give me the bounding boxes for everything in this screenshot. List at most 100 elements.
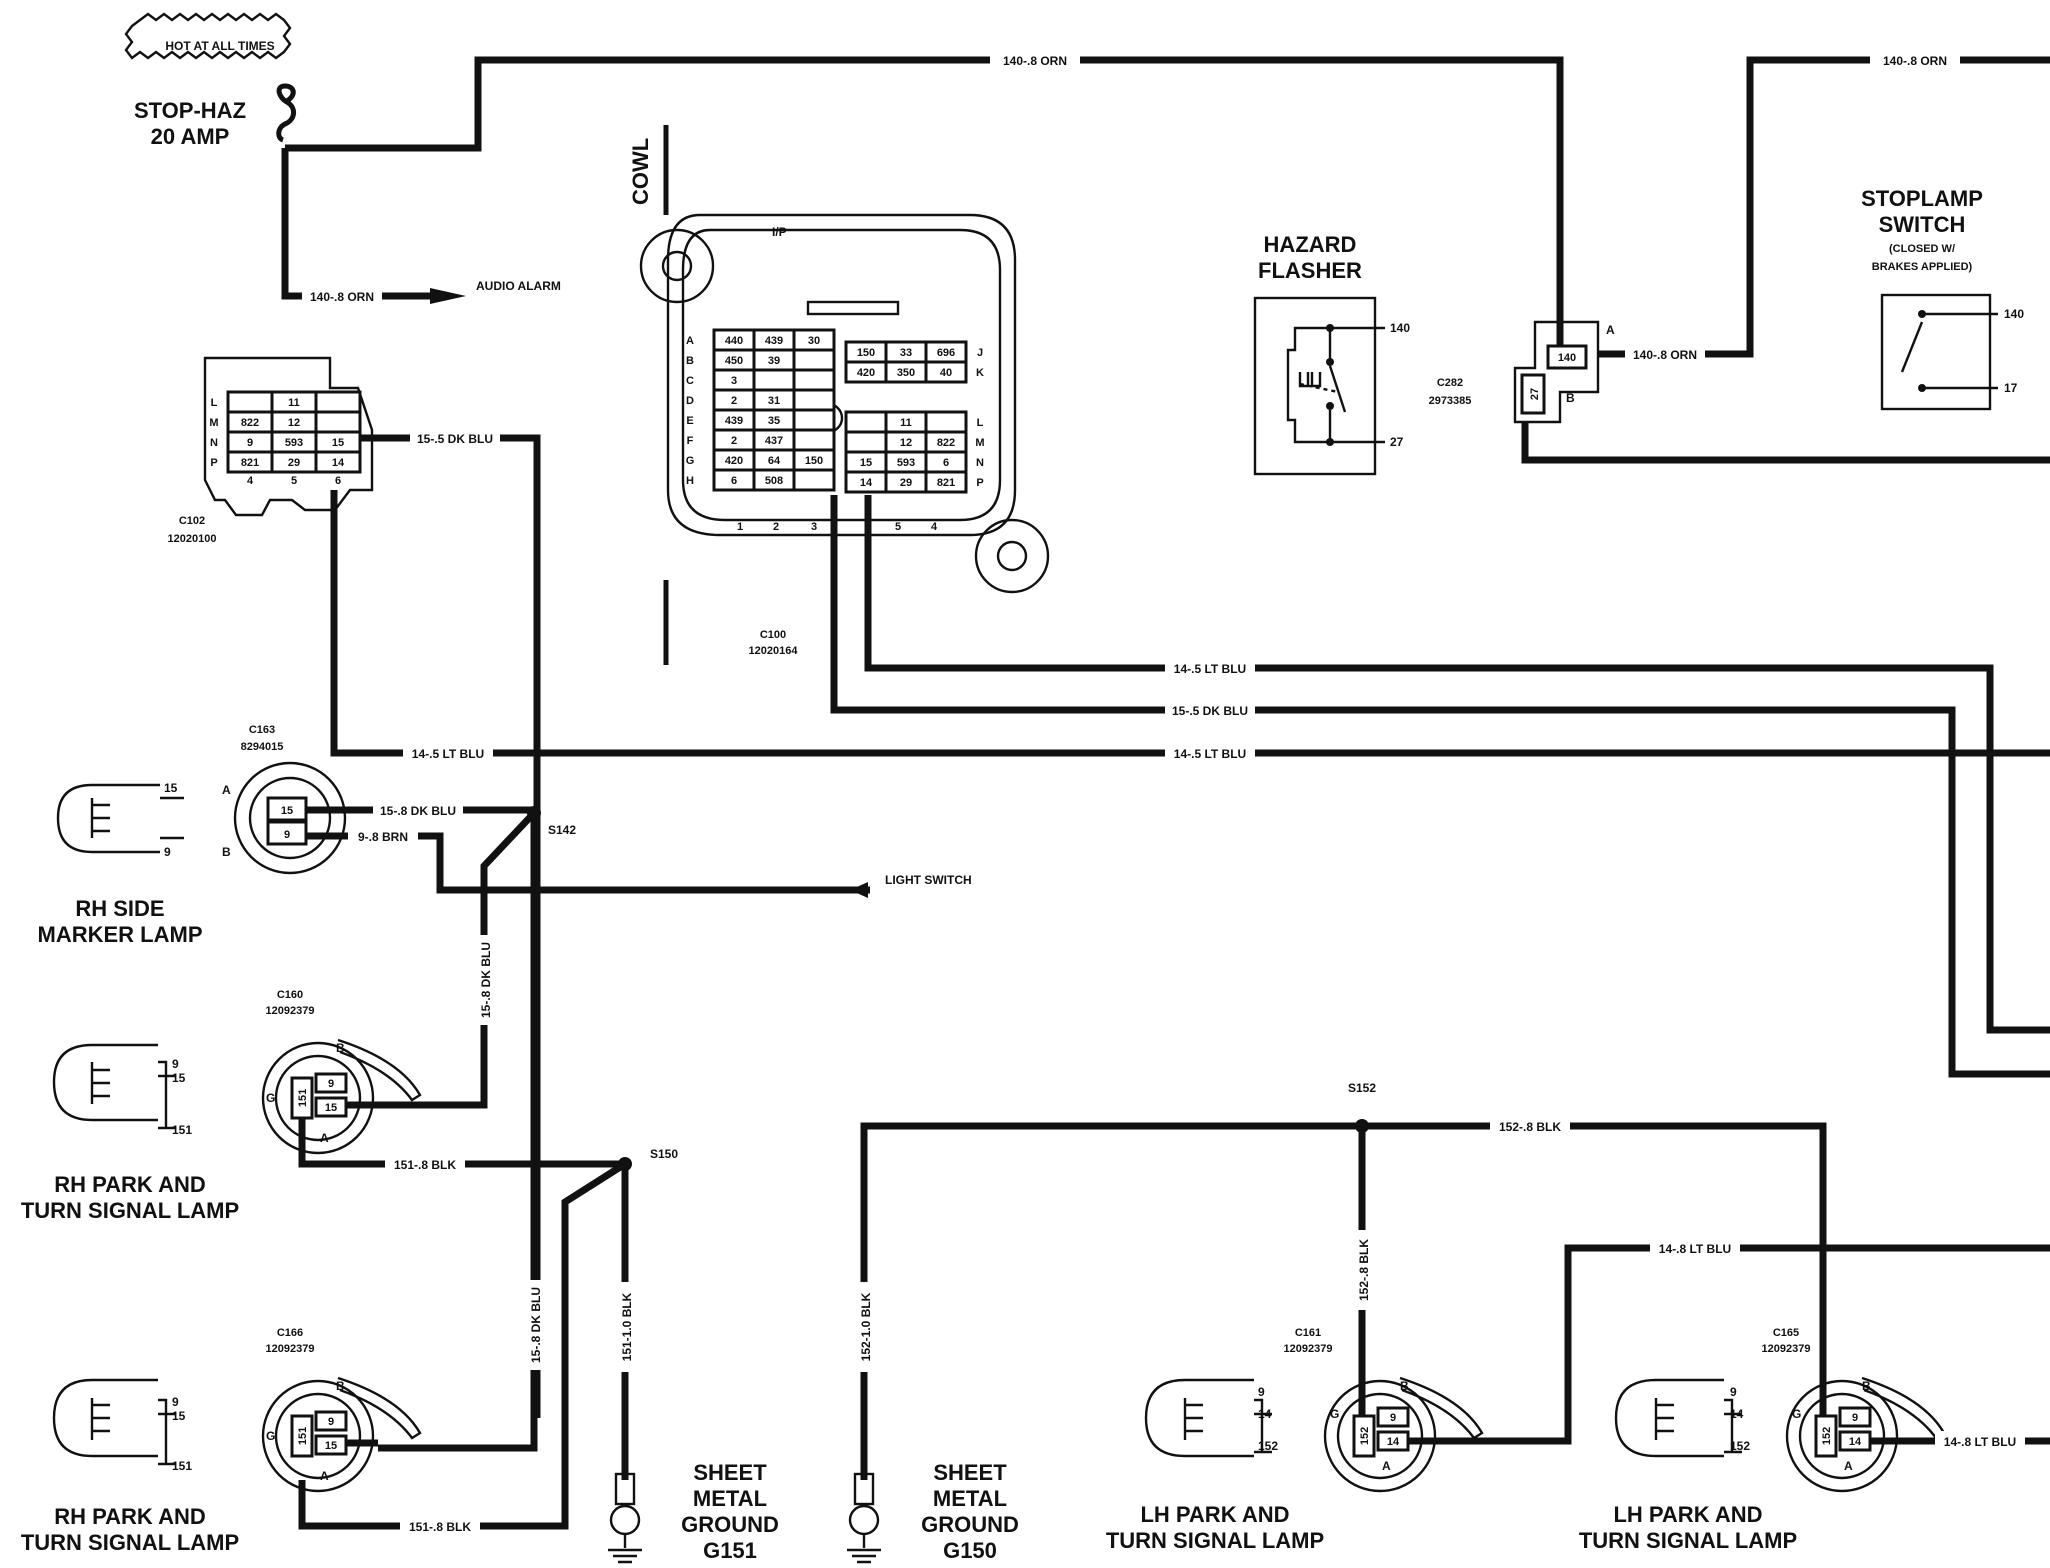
cavity-label: 593 [285, 437, 303, 449]
lh-park-2-pin-1: 9 [1730, 1385, 1737, 1399]
cavity-label: 822 [937, 437, 955, 449]
rh-side-marker-pin-1: 15 [164, 781, 178, 795]
splice-s152-label: S152 [1348, 1081, 1376, 1095]
row-label: J [977, 347, 983, 359]
row-label: P [210, 457, 217, 469]
hazard-pin-top: 140 [1390, 321, 1410, 335]
cavity [792, 348, 836, 372]
cavity-label: 12 [288, 417, 300, 429]
c160-part: 12092379 [266, 1005, 315, 1017]
rh-park-1-pin-1: 9 [172, 1057, 179, 1071]
cavity-label: 30 [808, 335, 820, 347]
cavity-label: 6 [943, 457, 949, 469]
rh-park-lamp-2-icon [52, 1378, 176, 1466]
cavity [792, 368, 836, 392]
rh-park-2-pin-3: 151 [172, 1459, 192, 1473]
cavity [844, 410, 888, 434]
row-label: L [211, 397, 218, 409]
c100-name: C100 [760, 629, 786, 641]
wire-label-15-vert-2: 15-.8 DK BLU [529, 1287, 543, 1363]
g150-l3: GROUND [921, 1512, 1019, 1537]
c161-b: B [1400, 1379, 1409, 1393]
c161-p14: 14 [1387, 1436, 1400, 1448]
row-label: M [975, 437, 984, 449]
c161-part: 12092379 [1284, 1343, 1333, 1355]
cavity-label: 31 [768, 395, 780, 407]
cavity-label: 14 [860, 477, 873, 489]
stoplamp-pin-top: 140 [2004, 307, 2024, 321]
c163-pin-a-label: A [222, 783, 231, 797]
stoplamp-title-2: SWITCH [1879, 212, 1966, 237]
row-label: G [686, 455, 695, 467]
row-label: H [686, 475, 694, 487]
arrow-icon [430, 288, 466, 304]
cavity [314, 390, 362, 414]
c102-connector [203, 356, 374, 517]
cavity-label: 12 [900, 437, 912, 449]
ground-g150-icon [847, 1472, 881, 1564]
cavity-label: 39 [768, 355, 780, 367]
c282-pin-a-label: A [1606, 323, 1615, 337]
wire-label-9-c163: 9-.8 BRN [358, 830, 408, 844]
cavity [314, 410, 362, 434]
col-label: 5 [895, 521, 901, 533]
stoplamp-note-1: (CLOSED W/ [1889, 243, 1955, 255]
cavity-label: 821 [937, 477, 955, 489]
splice-s142-label: S142 [548, 823, 576, 837]
hazard-title-2: FLASHER [1258, 258, 1362, 283]
rh-park-2-title-2: TURN SIGNAL LAMP [21, 1530, 239, 1555]
row-label: B [686, 355, 694, 367]
row-label: F [687, 435, 694, 447]
c166-name: C166 [277, 1327, 303, 1339]
audio-alarm-label: AUDIO ALARM [476, 279, 561, 293]
cavity [792, 468, 836, 492]
cavity [752, 368, 796, 392]
cavity-label: 2 [731, 395, 737, 407]
fuse-stop-haz: HOT AT ALL TIMES STOP-HAZ 20 AMP [124, 12, 296, 149]
row-label: N [976, 457, 984, 469]
rh-park-2-pin-1: 9 [172, 1395, 179, 1409]
c163-name: C163 [249, 724, 275, 736]
c165-connector [1785, 1376, 1946, 1493]
cavity-label: 15 [860, 457, 872, 469]
g151-l4: G151 [703, 1538, 757, 1563]
hot-at-all-times-badge [124, 12, 292, 60]
c160-p9: 9 [328, 1078, 334, 1090]
col-label: 5 [291, 475, 297, 487]
c165-name: C165 [1773, 1327, 1799, 1339]
cavity-label: 821 [241, 457, 259, 469]
cavity-label: 64 [768, 455, 781, 467]
rh-park-2-pin-2: 15 [172, 1409, 186, 1423]
c282-name: C282 [1437, 377, 1463, 389]
stoplamp-title-1: STOPLAMP [1861, 186, 1983, 211]
lh-park-1-pin-3: 152 [1258, 1439, 1278, 1453]
rh-park-1-pin-3: 151 [172, 1123, 192, 1137]
rh-side-marker-title-1: RH SIDE [75, 896, 164, 921]
wire-label-151-2: 151-.8 BLK [409, 1520, 471, 1534]
rh-side-marker-lamp-icon [56, 783, 184, 854]
cavity-label: 9 [247, 437, 253, 449]
row-label: E [686, 415, 693, 427]
cavity-label: 33 [900, 347, 912, 359]
c165-p14: 14 [1849, 1436, 1862, 1448]
c161-p152: 152 [1359, 1427, 1371, 1445]
wire-label-152-vert: 152-.8 BLK [1357, 1239, 1371, 1301]
c161-g: G [1330, 1407, 1339, 1421]
cavity [792, 428, 836, 452]
cavity-label: 29 [288, 457, 300, 469]
rh-park-1-title-2: TURN SIGNAL LAMP [21, 1198, 239, 1223]
lh-park-1-pin-1: 9 [1258, 1385, 1265, 1399]
col-label: 4 [931, 521, 938, 533]
cavity-label: 350 [897, 367, 915, 379]
cavity [924, 410, 968, 434]
c161-connector [1323, 1376, 1484, 1493]
lh-park-2-title-1: LH PARK AND [1613, 1502, 1762, 1527]
stoplamp-note-2: BRAKES APPLIED) [1872, 261, 1973, 273]
wire-label-152-ground: 152-1.0 BLK [859, 1292, 873, 1361]
cavity-label: 11 [288, 397, 300, 409]
c163-pin-a: 15 [281, 805, 293, 817]
